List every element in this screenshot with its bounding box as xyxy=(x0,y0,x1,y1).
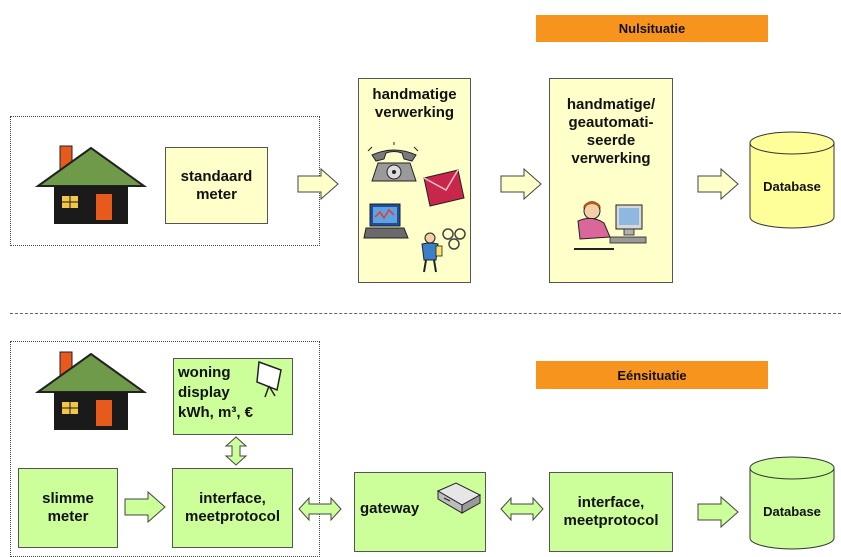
interface-meetprotocol-right-box: interface, meetprotocol xyxy=(549,472,673,552)
interface-meetprotocol-left-box: interface, meetprotocol xyxy=(172,468,293,548)
eensituatie-label: Eénsituatie xyxy=(536,361,768,389)
separator-line xyxy=(10,313,841,314)
worker-gears-icon xyxy=(421,228,466,273)
database-icon xyxy=(749,131,835,229)
slimme-meter-box: slimme meter xyxy=(18,468,118,548)
telephone-icon xyxy=(367,142,419,182)
double-arrow-vertical-icon xyxy=(224,436,248,466)
geautomatiseerde-verwerking-label: handmatige/ geautomati- seerde verwerkin… xyxy=(566,96,656,167)
house-icon xyxy=(34,145,148,224)
gateway-label: gateway xyxy=(360,500,420,517)
arrow-right-icon xyxy=(697,167,739,201)
woning-display-label: woning display kWh, m³, € xyxy=(178,364,254,421)
nulsituatie-label: Nulsituatie xyxy=(536,15,768,42)
standaard-meter-box: standaard meter xyxy=(165,147,268,224)
arrow-right-icon xyxy=(297,167,339,201)
database-label: Database xyxy=(763,504,821,519)
house-icon xyxy=(34,351,148,430)
double-arrow-horizontal-icon xyxy=(500,496,544,522)
arrow-right-icon xyxy=(500,167,542,201)
arrow-right-icon xyxy=(124,490,166,524)
display-icon xyxy=(256,360,282,398)
database-label: Database xyxy=(763,179,821,194)
arrow-right-icon xyxy=(697,495,739,529)
envelope-icon xyxy=(423,169,465,207)
database-icon xyxy=(749,456,835,550)
computer-user-icon xyxy=(574,201,647,250)
laptop-icon xyxy=(363,203,409,239)
handmatige-verwerking-label: handmatige verwerking xyxy=(372,86,457,121)
double-arrow-horizontal-icon xyxy=(298,496,342,522)
gateway-device-icon xyxy=(436,482,482,514)
